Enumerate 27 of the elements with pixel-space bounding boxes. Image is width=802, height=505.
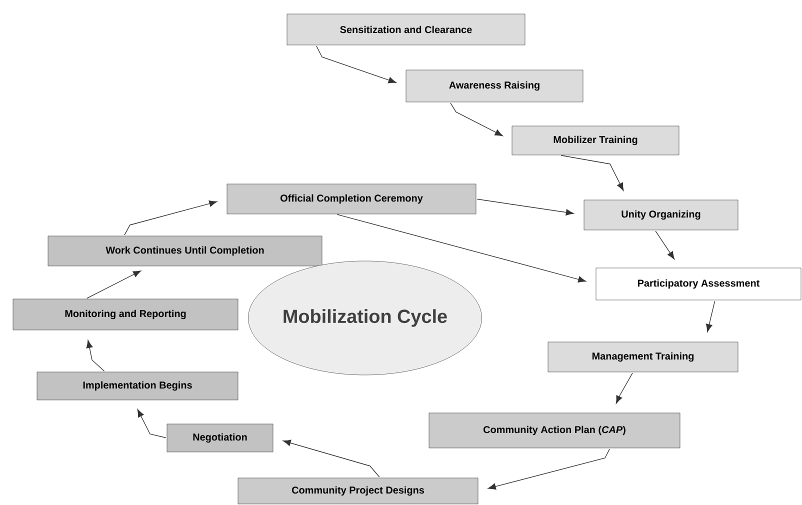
arrow [137,409,166,438]
process-box: Community Action Plan (CAP) [428,412,680,448]
process-box: Unity Organizing [584,200,738,230]
arrow [86,340,105,372]
process-box: Mobilizer Training [512,126,680,156]
arrow [316,46,396,84]
process-box: Participatory Assessment [596,268,802,300]
process-box: Negotiation [166,424,274,452]
process-box: Monitoring and Reporting [12,298,238,330]
arrow [476,198,574,216]
arrow [124,200,218,236]
arrow [488,448,610,490]
process-box: Management Training [548,342,738,372]
process-box: Implementation Begins [36,372,238,400]
arrow [560,155,624,191]
process-box: Work Continues Until Completion [48,236,322,266]
arrow [706,300,716,332]
process-box: Community Project Designs [238,478,478,504]
arrow [655,230,675,260]
process-box: Awareness Raising [406,70,584,102]
arrow [450,102,503,136]
process-box: Sensitization and Clearance [286,14,526,46]
arrow [86,270,142,299]
arrow [282,440,380,478]
process-box: Official Completion Ceremony [226,184,476,214]
arrow [336,214,586,283]
arrow [616,372,633,404]
